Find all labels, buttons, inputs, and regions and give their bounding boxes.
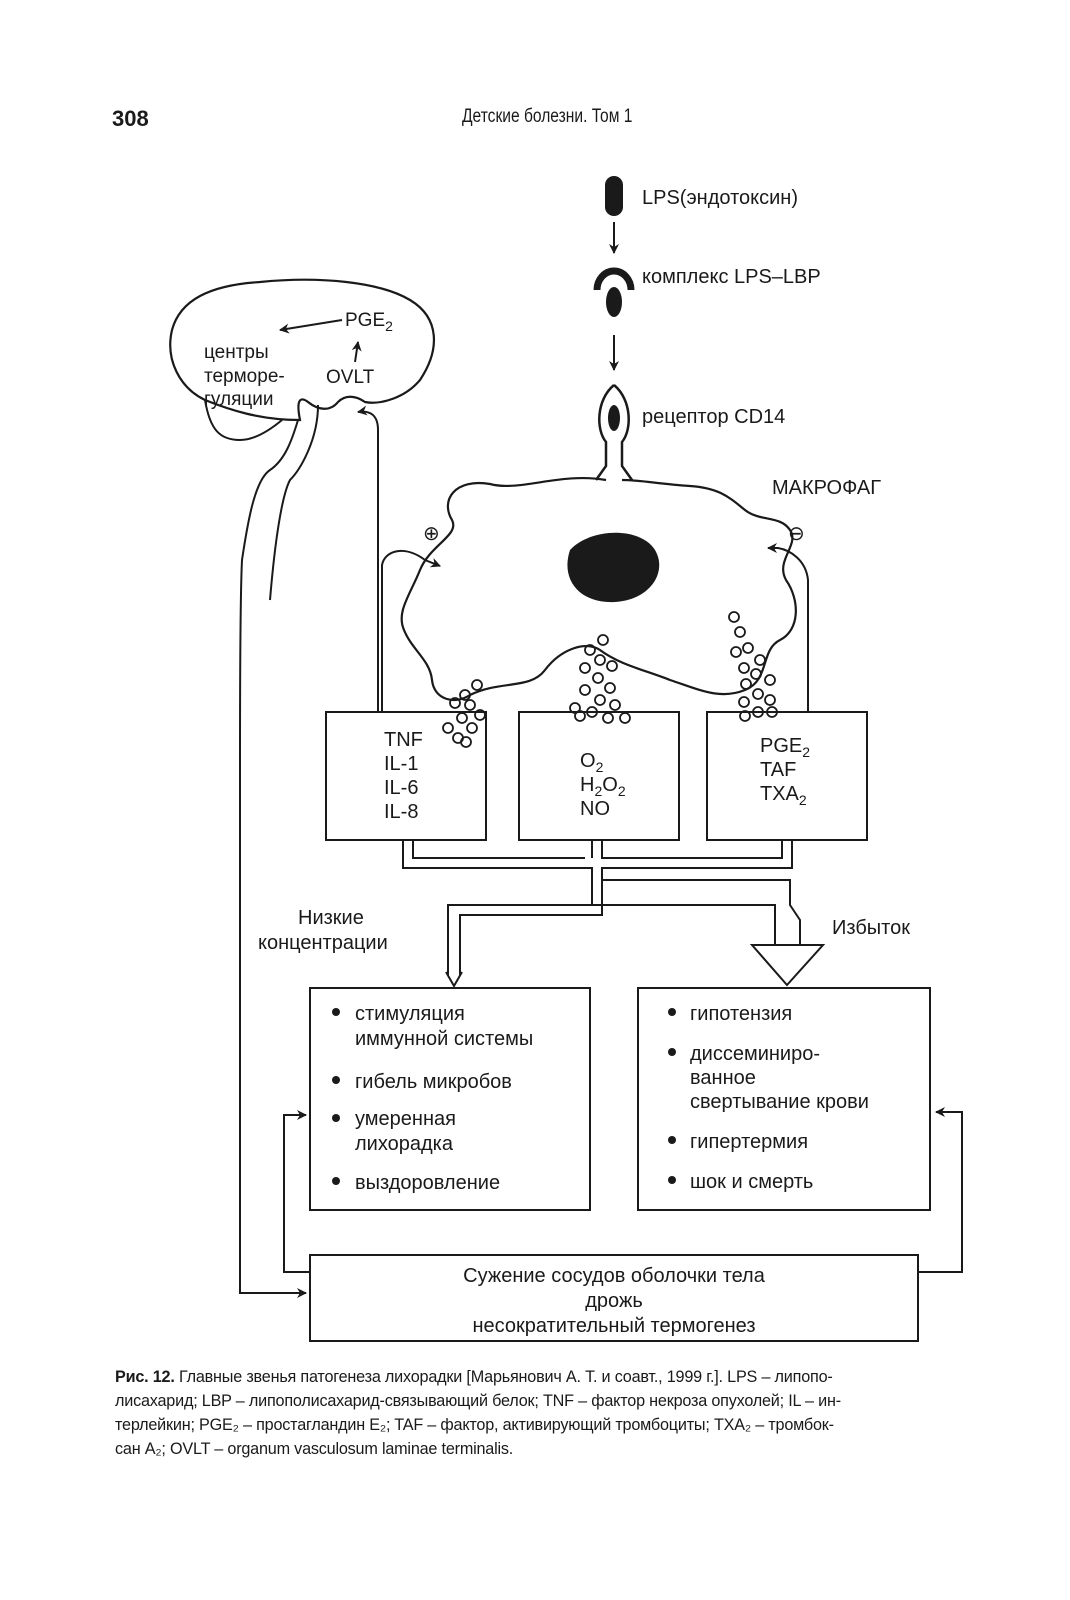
outcome-immune: иммунной системы — [355, 1028, 533, 1050]
thermoregulation-centers-line1: центры — [204, 342, 269, 363]
cd14-label: рецептор CD14 — [642, 406, 785, 428]
low-concentration-label-2: концентрации — [258, 932, 388, 954]
loop-to-favorable — [283, 1110, 310, 1273]
outcome-microbe-death: гибель микробов — [355, 1071, 512, 1093]
low-concentration-label-1: Низкие — [298, 907, 364, 929]
cytokine-tnf: TNF — [384, 729, 423, 751]
brain-to-thermogenesis-arrow — [239, 760, 307, 1298]
ovlt-label: OVLT — [326, 367, 375, 388]
nucleus — [567, 532, 660, 603]
cd14-receptor-icon — [594, 384, 634, 481]
mediators-box — [706, 711, 868, 841]
caption-line-3: терлейкин; PGE₂ – простагландин E₂; TAF … — [115, 1416, 834, 1434]
outcome-hyperthermia: гипертермия — [690, 1131, 808, 1153]
lps-lbp-label: комплекс LPS–LBP — [642, 266, 821, 288]
positive-feedback-arrow — [381, 550, 441, 712]
species-h2o2: H2O2 — [580, 774, 626, 799]
mediator-pge2: PGE2 — [760, 735, 810, 760]
vasoconstriction-label: Сужение сосудов оболочки тела — [463, 1265, 766, 1287]
lps-lbp-complex-icon — [593, 267, 635, 317]
cytokine-il8: IL-8 — [384, 801, 418, 823]
negative-feedback-arrow — [767, 543, 809, 712]
outcome-shock-death: шок и смерть — [690, 1171, 813, 1193]
lps-chain: LPS(эндотоксин) комплекс LPS–LBP рецепто… — [593, 176, 821, 481]
favorable-outcomes-box — [309, 987, 591, 1211]
secreted-vesicles — [442, 611, 778, 748]
outcome-stimulation: стимуляция — [355, 1003, 465, 1025]
arrow-pge2-to-centers — [279, 319, 343, 334]
outcome-moderate: умеренная — [355, 1108, 456, 1130]
lps-icon — [605, 176, 623, 216]
caption-label: Рис. 12. — [115, 1368, 175, 1386]
outcome-coagulation: свертывание крови — [690, 1091, 869, 1113]
arrow-ovlt-to-pge2 — [351, 341, 362, 363]
collector-lines — [402, 840, 826, 989]
brain-pge2-label: PGE2 — [345, 310, 393, 334]
adverse-outcomes-list: гипотензия диссеминиро- ванное свертыван… — [668, 1003, 869, 1193]
thermogenesis-label: несократительный термогенез — [473, 1315, 756, 1337]
figure-caption: Рис. 12. Главные звенья патогенеза лихор… — [115, 1365, 965, 1461]
favorable-outcomes-list: стимуляция иммунной системы гибель микро… — [332, 1003, 533, 1194]
outcome-fever: лихорадка — [355, 1133, 454, 1155]
lps-label: LPS(эндотоксин) — [642, 187, 798, 209]
minus-icon: ⊖ — [788, 523, 805, 545]
caption-line-2: лисахарид; LBP – липополисахарид-связыва… — [115, 1392, 841, 1410]
outcome-disseminated-1: диссеминиро- — [690, 1043, 820, 1065]
caption-line-1: Главные звенья патогенеза лихорадки [Мар… — [174, 1368, 833, 1386]
cytokine-il1: IL-1 — [384, 753, 418, 775]
thermoregulation-centers-line2: терморе- — [204, 366, 285, 387]
outcome-disseminated-2: ванное — [690, 1067, 756, 1089]
thermoregulation-centers-line3: гуляции — [204, 389, 274, 410]
species-o2: O2 — [580, 750, 604, 775]
outcome-hypotension: гипотензия — [690, 1003, 792, 1025]
outcome-recovery: выздоровление — [355, 1172, 500, 1194]
brain: PGE2 OVLT центры терморе- гуляции — [169, 278, 436, 761]
cytokines-to-brain-arrow — [357, 405, 379, 712]
species-no: NO — [580, 798, 610, 820]
mediator-txa2: TXA2 — [760, 783, 807, 808]
thermogenesis-box — [309, 1254, 919, 1342]
adverse-outcomes-box — [637, 987, 931, 1211]
macrophage-label: МАКРОФАГ — [772, 477, 881, 499]
macrophage-cell: МАКРОФАГ — [400, 476, 881, 702]
running-title: Детские болезни. Том 1 — [462, 106, 633, 127]
cytokines-box — [325, 711, 487, 841]
mediator-taf: TAF — [760, 759, 796, 781]
plus-icon: ⊕ — [423, 523, 440, 545]
oxygen-species-box — [518, 711, 680, 841]
loop-to-adverse — [918, 1107, 963, 1273]
page-number: 308 — [112, 106, 149, 131]
caption-line-4: сан A₂; OVLT – organum vasculosum lamina… — [115, 1440, 514, 1458]
shivering-label: дрожь — [585, 1290, 643, 1312]
excess-label: Избыток — [832, 917, 910, 939]
cytokine-il6: IL-6 — [384, 777, 418, 799]
